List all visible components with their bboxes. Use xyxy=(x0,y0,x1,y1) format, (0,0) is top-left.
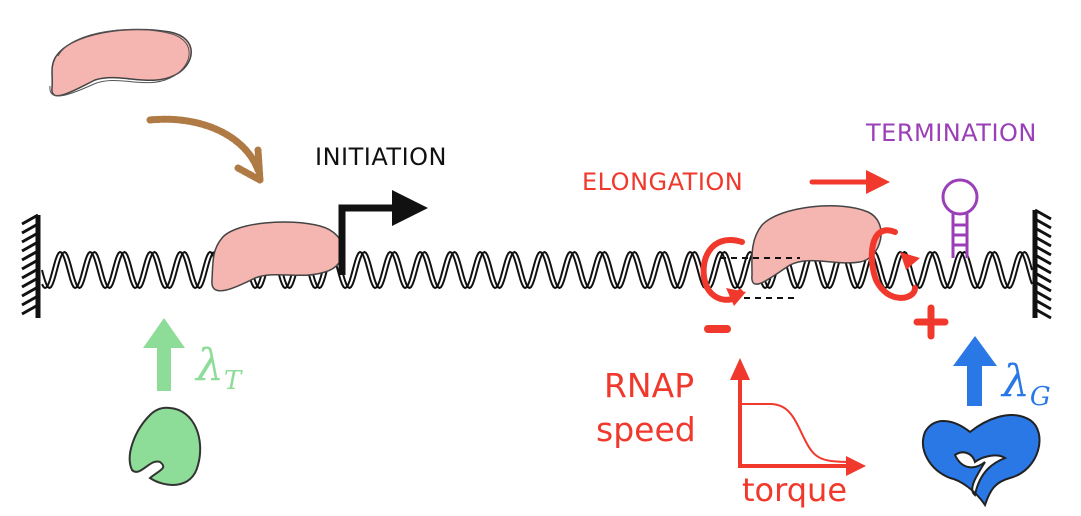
binding-arrow xyxy=(146,115,262,174)
lambda-g-symbol: λG xyxy=(1002,360,1051,413)
wall-hatch-line xyxy=(21,276,39,289)
wall-hatch-line xyxy=(1034,217,1052,230)
wall-hatch-line xyxy=(1034,298,1052,311)
initiation-label: INITIATION xyxy=(315,143,447,171)
lambda-g-subscript: G xyxy=(1029,382,1051,413)
torque-axis-arrowhead xyxy=(846,456,866,476)
binding-arrow-head xyxy=(234,146,264,184)
wall-hatch-line xyxy=(1034,262,1052,275)
positive-supercoil-arrow xyxy=(868,227,918,301)
plus-sign-icon xyxy=(913,304,949,340)
wall-anchor-left-icon xyxy=(21,213,41,318)
wall-hatch-line xyxy=(1034,244,1052,257)
speed-torque-plot xyxy=(730,358,866,476)
wall-hatch-line xyxy=(21,231,39,244)
wall-hatch-line xyxy=(21,294,39,307)
wall-hatch-line xyxy=(1034,307,1052,320)
gyrase-icon xyxy=(922,414,1041,508)
speed-torque-curve xyxy=(742,403,856,463)
wall-hatch-line xyxy=(1034,226,1052,239)
lambda-t-letter: λ xyxy=(196,340,224,391)
rnap-label: RNAP xyxy=(604,366,695,405)
wall-hatch-line xyxy=(21,213,39,226)
wall-anchor-right-icon xyxy=(1032,208,1052,320)
rnap-elongating-blob xyxy=(751,205,882,285)
wall-hatch-line xyxy=(21,267,39,280)
wall-hatch-line xyxy=(1034,280,1052,293)
rnap-free-outline xyxy=(49,28,190,97)
topoisomerase-icon xyxy=(128,406,202,486)
wall-hatch-line xyxy=(1034,253,1052,266)
elongation-label: ELONGATION xyxy=(582,168,744,196)
wall-hatch-line xyxy=(1034,208,1052,221)
speed-axis-arrowhead xyxy=(730,358,750,380)
lambda-t-symbol: λT xyxy=(196,344,242,397)
lambda-t-subscript: T xyxy=(223,366,242,397)
wall-hatch-line xyxy=(1034,235,1052,248)
wall-hatch-line xyxy=(1034,289,1052,302)
rnap-free-blob xyxy=(51,28,192,97)
elongation-arrow xyxy=(809,170,890,194)
speed-label: speed xyxy=(596,410,696,449)
terminator-hairpin-icon xyxy=(941,178,979,258)
wall-hatch-line xyxy=(21,222,39,235)
dna-strand-1 xyxy=(41,250,1033,290)
wall-hatch-line xyxy=(21,249,39,262)
negative-supercoil-arrowhead xyxy=(726,288,746,306)
lambda-g-letter: λ xyxy=(1002,356,1030,407)
wall-hatch-line xyxy=(21,240,39,253)
termination-label: TERMINATION xyxy=(866,119,1037,147)
wall-hatch-line xyxy=(21,285,39,298)
wall-hatch-line xyxy=(21,303,39,316)
wall-hatch-line xyxy=(21,258,39,271)
torque-axis-label: torque xyxy=(742,471,847,509)
rnap-promoter-blob xyxy=(211,221,344,292)
topoisomerase-rate-arrow xyxy=(143,318,185,391)
promoter-arrow-icon xyxy=(338,190,428,275)
wall-hatch-line xyxy=(1034,271,1052,284)
gyrase-rate-arrow xyxy=(953,336,997,406)
positive-supercoil-arrowhead xyxy=(900,252,920,270)
